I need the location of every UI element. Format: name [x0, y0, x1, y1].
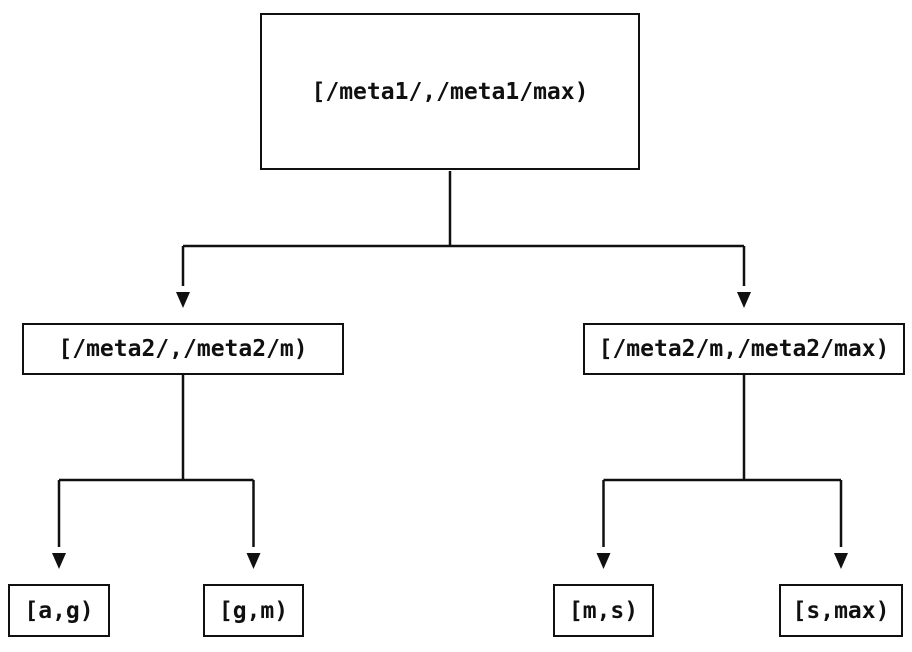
arrow-down-icon — [52, 553, 66, 569]
arrow-down-icon — [246, 553, 261, 569]
connector-root-to-children — [181, 171, 746, 286]
tree-node-leaf-m-s: [m,s) — [553, 584, 654, 637]
tree-node-leaf-a-g: [a,g) — [8, 584, 110, 637]
tree-node-right-child: [/meta2/m,/meta2/max) — [583, 323, 905, 375]
connector-right-child-to-leaves — [602, 375, 843, 547]
tree-node-leaf-g-m: [g,m) — [203, 584, 304, 637]
arrow-down-icon — [834, 553, 848, 569]
arrow-down-icon — [176, 292, 190, 308]
tree-node-left-child: [/meta2/,/meta2/m) — [22, 323, 344, 375]
tree-node-root: [/meta1/,/meta1/max) — [260, 13, 640, 170]
tree-node-leaf-s-max: [s,max) — [779, 584, 903, 637]
arrow-down-icon — [596, 553, 611, 569]
arrow-down-icon — [737, 292, 751, 308]
connector-left-child-to-leaves — [57, 375, 255, 547]
